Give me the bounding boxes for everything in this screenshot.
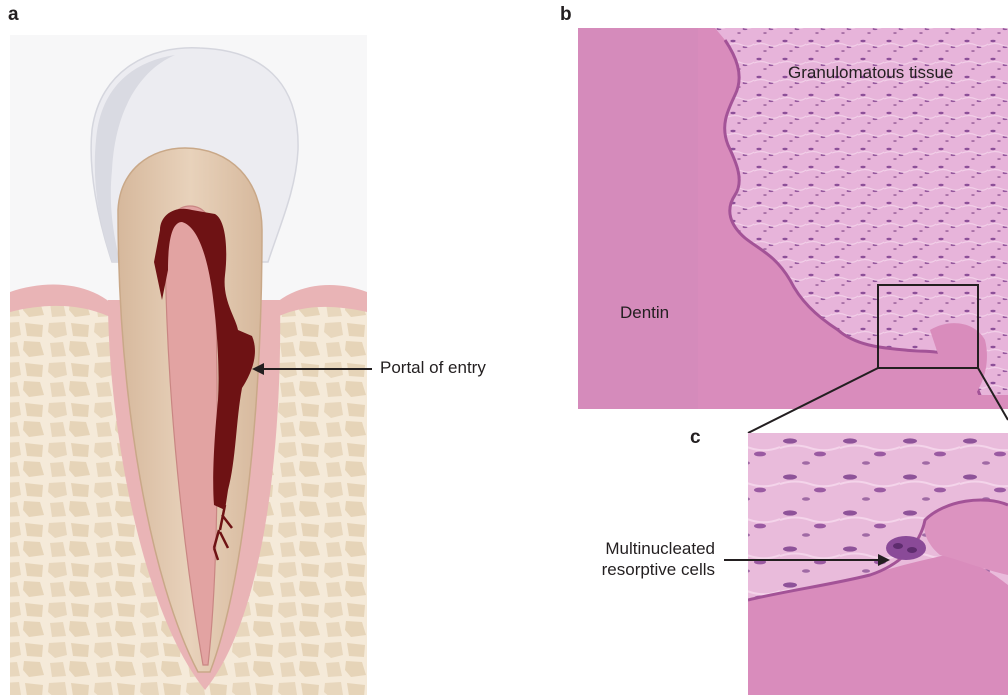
multinucleated-cell-nucleus (907, 547, 917, 553)
dentin-label: Dentin (620, 302, 669, 323)
multinucleated-cells-label: Multinucleated resorptive cells (565, 538, 715, 580)
panel-label-c: c (690, 427, 701, 449)
panel-label-b: b (560, 4, 572, 26)
multinucleated-cell (886, 536, 926, 560)
multinucleated-cell-nucleus (893, 543, 903, 549)
panel-label-a: a (8, 4, 19, 26)
histology-micrograph (578, 28, 1008, 409)
portal-of-entry-label: Portal of entry (380, 357, 486, 378)
tooth-diagram (10, 35, 367, 695)
granulomatous-tissue-label: Granulomatous tissue (788, 62, 953, 83)
multinucleated-cells-label-line2: resorptive cells (565, 559, 715, 580)
dentin-band (578, 28, 698, 409)
multinucleated-cells-label-line1: Multinucleated (565, 538, 715, 559)
